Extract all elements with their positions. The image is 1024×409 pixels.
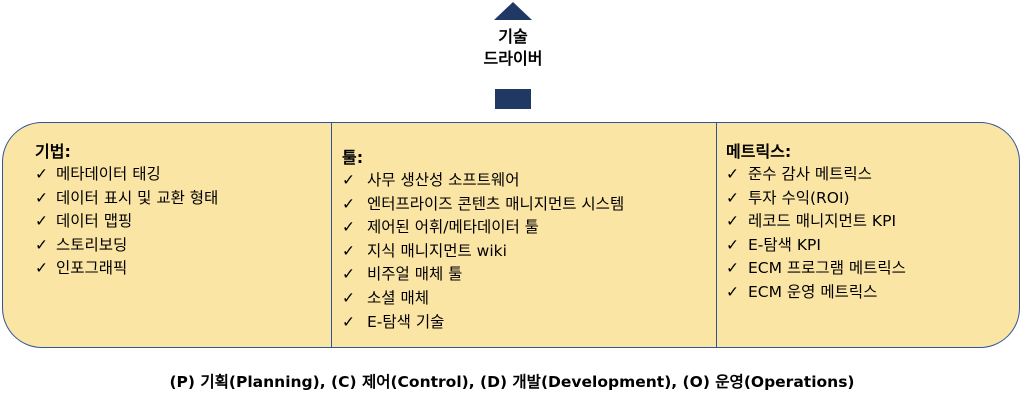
list-item: ✓ 투자 수익(ROI) (726, 187, 906, 211)
list-item-label: 엔터프라이즈 콘텐츠 매니지먼트 시스템 (367, 194, 625, 213)
list-item-label: E-탐색 기술 (367, 312, 445, 331)
list-item-label: 비주얼 매체 툴 (367, 265, 463, 284)
column-divider (716, 123, 717, 347)
check-icon: ✓ (726, 282, 739, 301)
check-icon: ✓ (726, 259, 739, 278)
list-item-label: 소셜 매체 (367, 288, 429, 307)
tools-column: 툴: ✓ 사무 생산성 소프트웨어 ✓ 엔터프라이즈 콘텐츠 매니지먼트 시스템 ✓… (342, 147, 624, 347)
list-item: ✓ 지식 매니지먼트 wiki (342, 240, 624, 264)
list-item: ✓ 데이터 맵핑 (35, 210, 218, 234)
list-item: ✓ 메타데이터 태깅 (35, 163, 218, 187)
techniques-title: 기법: (35, 142, 71, 161)
techniques-column: 기법: ✓ 메타데이터 태깅 ✓ 데이터 표시 및 교환 형태 ✓ 데이터 맵핑 ✓ 스… (35, 141, 218, 347)
list-item-label: 사무 생산성 소프트웨어 (367, 171, 520, 189)
technology-drivers-label: 기술 드라이버 (440, 26, 586, 70)
legend-footer: (P) 기획(Planning), (C) 제어(Control), (D) 개… (169, 373, 855, 391)
list-item: ✓ 준수 감사 메트릭스 (726, 163, 906, 187)
list-item-label: 데이터 맵핑 (56, 212, 133, 231)
list-item-label: 메타데이터 태깅 (56, 165, 161, 183)
list-item-label: E-탐색 KPI (748, 235, 821, 254)
check-icon: ✓ (342, 218, 355, 237)
check-icon: ✓ (35, 165, 48, 183)
list-item: ✓ 소셜 매체 (342, 287, 624, 311)
check-icon: ✓ (342, 312, 355, 331)
list-item: ✓ 인포그래픽 (35, 257, 218, 281)
up-arrow-icon (494, 2, 532, 20)
list-item-label: ECM 운영 메트릭스 (748, 282, 878, 301)
list-item: ✓ 레코드 매니지먼트 KPI (726, 210, 906, 234)
metrics-list: ✓ 준수 감사 메트릭스 ✓ 투자 수익(ROI) ✓ 레코드 매니지먼트 KPI ✓… (726, 163, 906, 305)
check-icon: ✓ (35, 188, 48, 207)
list-item-label: 제어된 어휘/메타데이터 툴 (367, 218, 539, 237)
list-item: ✓ 사무 생산성 소프트웨어 (342, 169, 624, 193)
driver-label-line-1: 기술 (498, 27, 528, 46)
check-icon: ✓ (342, 265, 355, 284)
check-icon: ✓ (342, 241, 355, 260)
list-item-label: 준수 감사 메트릭스 (748, 165, 872, 183)
metrics-column: 메트릭스: ✓ 준수 감사 메트릭스 ✓ 투자 수익(ROI) ✓ 레코드 매니지먼트… (726, 141, 906, 347)
list-item: ✓ 비주얼 매체 툴 (342, 263, 624, 287)
list-item: ✓ E-탐색 기술 (342, 311, 624, 335)
list-item: ✓ ECM 운영 메트릭스 (726, 281, 906, 305)
drivers-panel: 기법: ✓ 메타데이터 태깅 ✓ 데이터 표시 및 교환 형태 ✓ 데이터 맵핑 ✓ 스… (2, 122, 1020, 348)
check-icon: ✓ (35, 235, 48, 254)
techniques-list: ✓ 메타데이터 태깅 ✓ 데이터 표시 및 교환 형태 ✓ 데이터 맵핑 ✓ 스토리보딩… (35, 163, 218, 281)
check-icon: ✓ (35, 212, 48, 231)
list-item-label: ECM 프로그램 메트릭스 (748, 259, 906, 278)
list-item-label: 레코드 매니지먼트 KPI (748, 212, 897, 231)
list-item-label: 인포그래픽 (56, 259, 128, 278)
metrics-title: 메트릭스: (726, 142, 792, 161)
check-icon: ✓ (35, 259, 48, 278)
check-icon: ✓ (342, 288, 355, 307)
list-item: ✓ ECM 프로그램 메트릭스 (726, 257, 906, 281)
list-item-label: 지식 매니지먼트 wiki (367, 241, 507, 260)
check-icon: ✓ (342, 194, 355, 213)
check-icon: ✓ (342, 171, 355, 189)
list-item-label: 투자 수익(ROI) (748, 188, 850, 207)
list-item: ✓ 데이터 표시 및 교환 형태 (35, 187, 218, 211)
list-item: ✓ 스토리보딩 (35, 234, 218, 258)
column-divider (331, 123, 332, 347)
driver-label-line-2: 드라이버 (483, 49, 543, 68)
check-icon: ✓ (726, 235, 739, 254)
list-item: ✓ E-탐색 KPI (726, 234, 906, 258)
check-icon: ✓ (726, 188, 739, 207)
list-item-label: 스토리보딩 (56, 235, 128, 254)
list-item: ✓ 제어된 어휘/메타데이터 툴 (342, 216, 624, 240)
tools-title: 툴: (342, 148, 364, 167)
tools-list: ✓ 사무 생산성 소프트웨어 ✓ 엔터프라이즈 콘텐츠 매니지먼트 시스템 ✓ 제어된… (342, 169, 624, 334)
list-item: ✓ 엔터프라이즈 콘텐츠 매니지먼트 시스템 (342, 193, 624, 217)
check-icon: ✓ (726, 212, 739, 231)
arrow-stem (495, 89, 531, 109)
list-item-label: 데이터 표시 및 교환 형태 (56, 188, 219, 207)
check-icon: ✓ (726, 165, 739, 183)
